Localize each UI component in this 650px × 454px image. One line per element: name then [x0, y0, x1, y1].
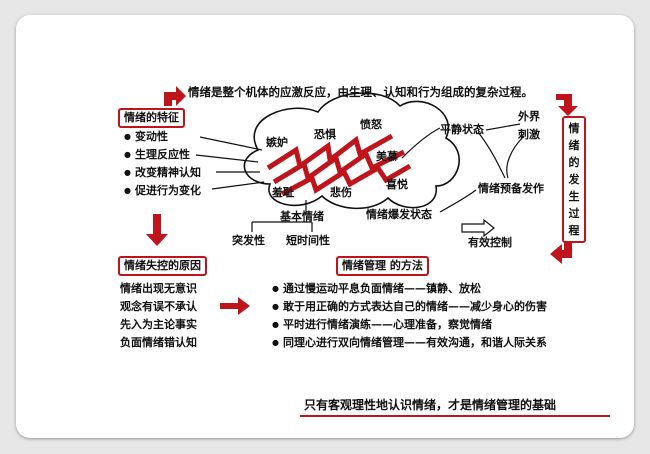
management-item: 通过慢运动平息负面情绪——镇静、放松 [272, 282, 481, 295]
management-item: 敢于用正确的方式表达自己的情绪——减少身心的伤害 [272, 300, 547, 313]
cause-line: 负面情绪错认知 [120, 336, 197, 349]
burst-state: 情绪爆发状态 [366, 208, 432, 221]
basic-item-short: 短时间性 [286, 234, 330, 247]
down-red-arrow [146, 214, 168, 246]
calm-state: 平静状态 [440, 123, 484, 136]
cloud-word-envy: 美慕 [376, 150, 398, 163]
process-vertical-title: 情绪的发生过程 [562, 116, 586, 243]
bottom-right-red-arrow [550, 238, 572, 264]
definition-text: 情绪是整个机体的应激反应，由生理、认知和行为组成的复杂过程。 [188, 85, 533, 99]
basic-item-sudden: 突发性 [232, 234, 265, 247]
control-hollow-arrow [461, 218, 495, 238]
management-item: 同理心进行双向情绪管理——有效沟通，和谐人际关系 [272, 336, 547, 349]
cloud-word-anger: 愤怒 [360, 118, 382, 131]
cloud-word-fear: 恐惧 [314, 128, 336, 141]
right-red-arrow [220, 297, 250, 315]
causes-title: 情绪失控的原因 [118, 256, 207, 276]
management-item: 平时进行情绪演练——心理准备，察觉情绪 [272, 318, 492, 331]
cloud-word-joy: 喜悦 [386, 178, 408, 191]
cause-line: 先入为主论事实 [120, 318, 197, 331]
basic-emotions-title: 基本情绪 [280, 210, 324, 223]
feature-item: 生理反应性 [124, 148, 190, 161]
basic-bracket [251, 200, 313, 232]
flame-zigzags [266, 133, 412, 197]
feature-item: 改变精神认知 [124, 166, 201, 179]
cloud-word-jealousy: 嫉妒 [266, 136, 288, 149]
cloud-word-shame: 羞耻 [272, 186, 294, 199]
top-right-red-arrow [556, 94, 578, 116]
diagram-card [16, 15, 634, 438]
emotion-cloud [243, 92, 460, 210]
external-label: 外界 [518, 110, 540, 123]
features-title: 情绪的特征 [118, 108, 185, 128]
feature-item: 变动性 [124, 130, 168, 143]
conclusion-text: 只有客观理性地认识情绪，才是情绪管理的基础 [304, 398, 557, 412]
feature-connectors [195, 136, 265, 190]
pre-episode-state: 情绪预备发作 [478, 182, 544, 195]
cloud-word-sadness: 悲伤 [330, 186, 352, 199]
management-title: 情绪管理 的方法 [336, 256, 429, 276]
process-connectors [401, 123, 525, 213]
feature-item: 促进行为变化 [124, 184, 201, 197]
cause-line: 情绪出现无意识 [120, 282, 197, 295]
stimulus-label: 刺激 [518, 128, 540, 141]
effective-control: 有效控制 [468, 236, 512, 249]
cause-line: 观念有误不承认 [120, 300, 197, 313]
top-left-red-arrow [164, 86, 186, 106]
